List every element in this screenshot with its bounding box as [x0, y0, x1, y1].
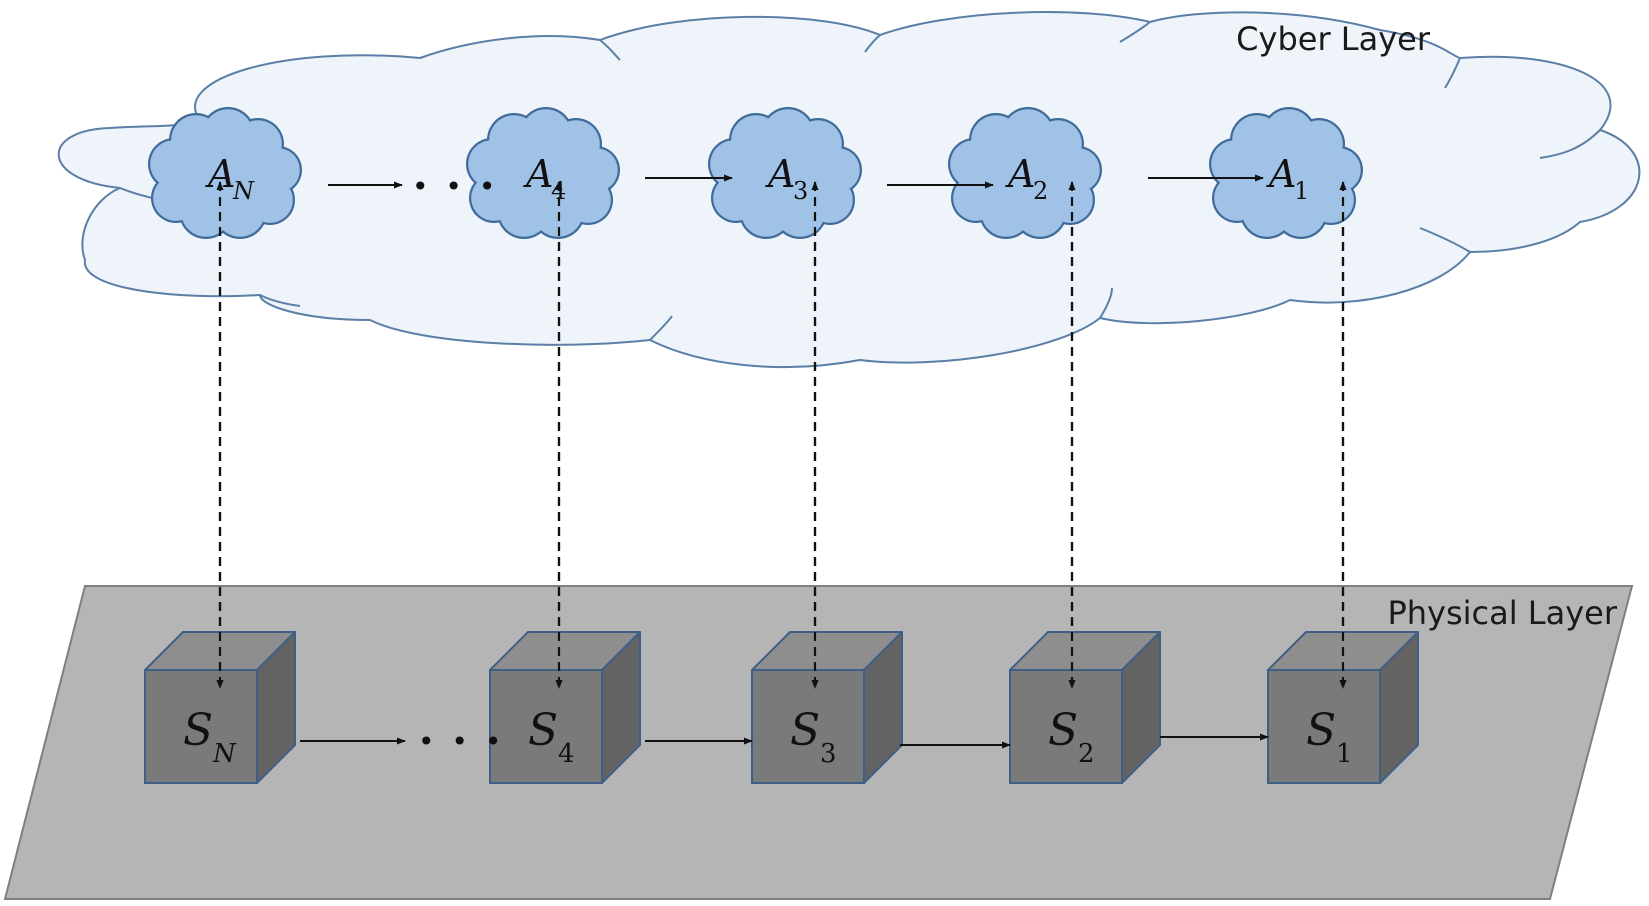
- agent-label-4: A: [523, 152, 553, 196]
- system-subscript-n: N: [212, 739, 237, 769]
- agent-subscript-n: N: [232, 177, 255, 205]
- agent-label-2: A: [1005, 152, 1035, 196]
- system-label-1: S: [1306, 705, 1336, 756]
- agent-subscript-3: 3: [793, 177, 808, 205]
- cyber-layer-label: Cyber Layer: [1236, 20, 1431, 58]
- agent-cloud-2: A2: [948, 107, 1102, 239]
- agent-subscript-1: 1: [1294, 177, 1309, 205]
- physical-ellipsis: • • •: [418, 725, 505, 758]
- system-label-3: S: [790, 705, 820, 756]
- cyber-ellipsis: • • •: [412, 170, 499, 203]
- system-subscript-4: 4: [558, 739, 575, 769]
- system-subscript-3: 3: [820, 739, 837, 769]
- system-label-n: S: [183, 705, 213, 756]
- agent-cloud-3: A3: [708, 107, 862, 239]
- diagram-nodes: ANA4A3A2A1SNS4S3S2S1• • •• • •: [144, 107, 1419, 784]
- physical-layer-label: Physical Layer: [1387, 594, 1617, 632]
- system-subscript-1: 1: [1336, 739, 1353, 769]
- agent-subscript-2: 2: [1033, 177, 1048, 205]
- system-subscript-2: 2: [1078, 739, 1095, 769]
- agent-label-3: A: [765, 152, 795, 196]
- agent-label-1: A: [1266, 152, 1296, 196]
- system-label-4: S: [528, 705, 558, 756]
- system-label-2: S: [1048, 705, 1078, 756]
- agent-cloud-1: A1: [1209, 107, 1363, 239]
